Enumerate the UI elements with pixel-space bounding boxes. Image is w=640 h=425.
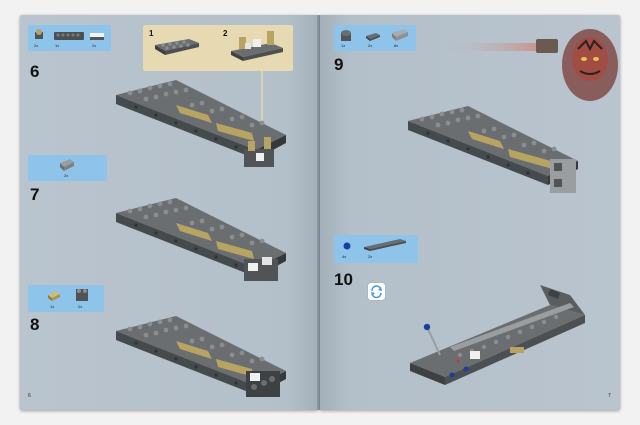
step-9-parts-callout: 1x 2x 8x bbox=[334, 25, 416, 51]
part-tan-slope-icon bbox=[48, 291, 60, 301]
step-10-model-illustration bbox=[410, 285, 585, 385]
page-number: 6 bbox=[28, 393, 31, 399]
part-qty: 2x bbox=[368, 254, 373, 259]
part-grey-tile-icon bbox=[392, 29, 408, 41]
step-10-parts-callout: 4x 2x bbox=[334, 235, 418, 263]
right-page: 1x 2x 8x 9 4x 2x bbox=[320, 15, 620, 410]
step-8-parts-callout: 1x 2x bbox=[28, 285, 104, 312]
sub-step-2-assembly-icon bbox=[231, 31, 283, 61]
part-blue-pin-icon bbox=[343, 242, 351, 250]
instruction-booklet: 2x 1x 2x 6 1 2 bbox=[20, 15, 620, 410]
part-dark-round-brick-icon bbox=[341, 30, 351, 41]
part-qty: 2x bbox=[78, 304, 83, 309]
part-dark-bracket-icon bbox=[76, 289, 88, 301]
character-artwork-image bbox=[440, 29, 618, 101]
step-8-model-illustration bbox=[116, 316, 286, 397]
part-grey-slope-icon bbox=[60, 159, 74, 171]
part-tile-icon bbox=[366, 33, 380, 41]
sub-assembly-box: 1 2 bbox=[143, 25, 293, 71]
step-number: 9 bbox=[334, 55, 344, 74]
step-number: 6 bbox=[30, 62, 40, 81]
sub-step-number: 2 bbox=[223, 29, 228, 38]
part-qty: 8x bbox=[394, 43, 399, 48]
step-number: 7 bbox=[30, 185, 40, 204]
part-white-slope-icon bbox=[90, 33, 104, 40]
part-round-tan-brick-icon bbox=[35, 29, 43, 39]
rotate-model-indicator bbox=[368, 283, 385, 300]
sub-step-number: 1 bbox=[149, 29, 154, 38]
part-qty: 1x bbox=[55, 43, 60, 48]
booklet-spine bbox=[317, 15, 321, 410]
part-qty: 1x bbox=[341, 43, 346, 48]
part-qty: 1x bbox=[50, 304, 55, 309]
step-7-model-illustration bbox=[116, 198, 286, 281]
part-qty: 4x bbox=[342, 254, 347, 259]
step-number: 8 bbox=[30, 315, 40, 334]
part-plate-1x8-icon bbox=[364, 239, 406, 251]
page-number: 7 bbox=[608, 393, 611, 399]
step-number: 10 bbox=[334, 270, 353, 289]
sub-step-1-plate-icon bbox=[155, 39, 199, 55]
part-qty: 2x bbox=[92, 43, 97, 48]
left-page: 2x 1x 2x 6 1 2 bbox=[20, 15, 318, 410]
part-qty: 2x bbox=[64, 173, 69, 178]
part-qty: 2x bbox=[368, 43, 373, 48]
part-plate-2x6-icon bbox=[54, 32, 84, 40]
step-6-parts-callout: 2x 1x 2x bbox=[28, 25, 111, 51]
part-qty: 2x bbox=[34, 43, 39, 48]
step-9-model-illustration bbox=[408, 106, 578, 193]
step-6-model-illustration bbox=[116, 80, 286, 167]
rotate-arrows-icon bbox=[371, 285, 382, 299]
step-7-parts-callout: 2x bbox=[28, 155, 107, 181]
